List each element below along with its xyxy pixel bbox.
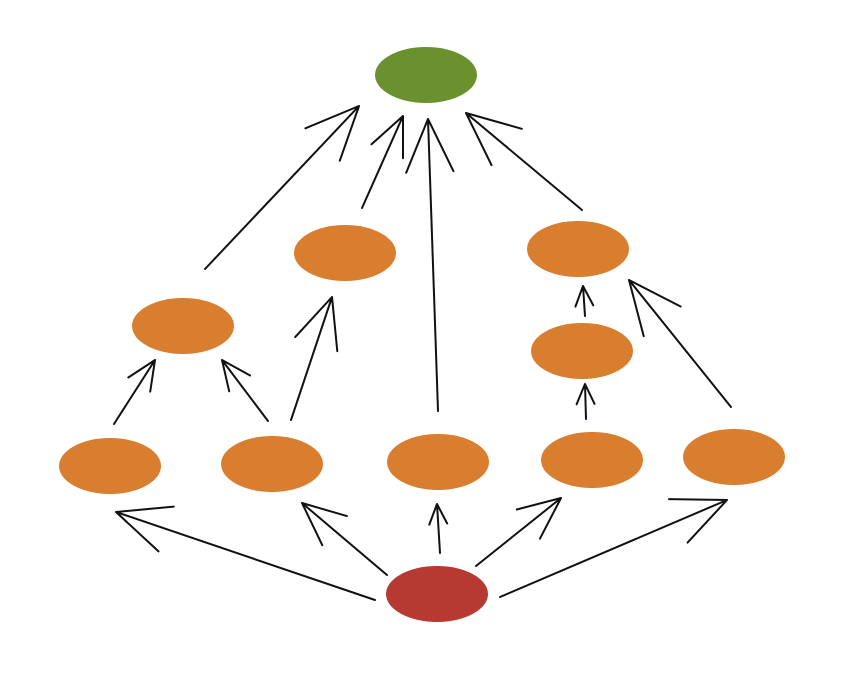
edge-arrow-node-e-to-node-a: [113, 359, 156, 425]
graph-node-b: [294, 225, 396, 281]
edge-arrow-node-c-to-sink: [465, 112, 583, 211]
graph-node-f: [221, 436, 323, 492]
edge-arrow-source-to-node-e: [115, 505, 376, 601]
edge-arrow-node-b-to-sink: [361, 115, 404, 209]
source-node: [386, 566, 488, 622]
edge-arrow-source-to-node-i: [499, 498, 728, 598]
edge-arrow-source-to-node-g: [428, 503, 449, 554]
edge-arrow-node-h-to-node-d: [575, 383, 596, 420]
edge-arrow-node-d-to-node-c: [574, 285, 595, 317]
graph-node-i: [683, 429, 785, 485]
sink-node: [375, 47, 477, 103]
edges-layer: [113, 105, 732, 601]
edge-arrow-node-i-to-node-c: [628, 279, 732, 408]
graph-node-c: [527, 221, 629, 277]
graph-node-h: [541, 432, 643, 488]
edge-arrow-node-f-to-node-b: [290, 296, 339, 421]
edge-arrow-node-g-to-sink: [405, 118, 455, 412]
graph-node-g: [387, 434, 489, 490]
edge-arrow-source-to-node-f: [301, 502, 388, 576]
graph-node-d: [531, 323, 633, 379]
graph-node-e: [59, 438, 161, 494]
graph-node-a: [132, 298, 234, 354]
nodes-layer: [59, 47, 785, 622]
edge-arrow-node-f-to-node-a: [221, 359, 269, 422]
edge-arrow-source-to-node-h: [475, 497, 562, 567]
edge-arrow-node-a-to-sink: [204, 105, 360, 270]
